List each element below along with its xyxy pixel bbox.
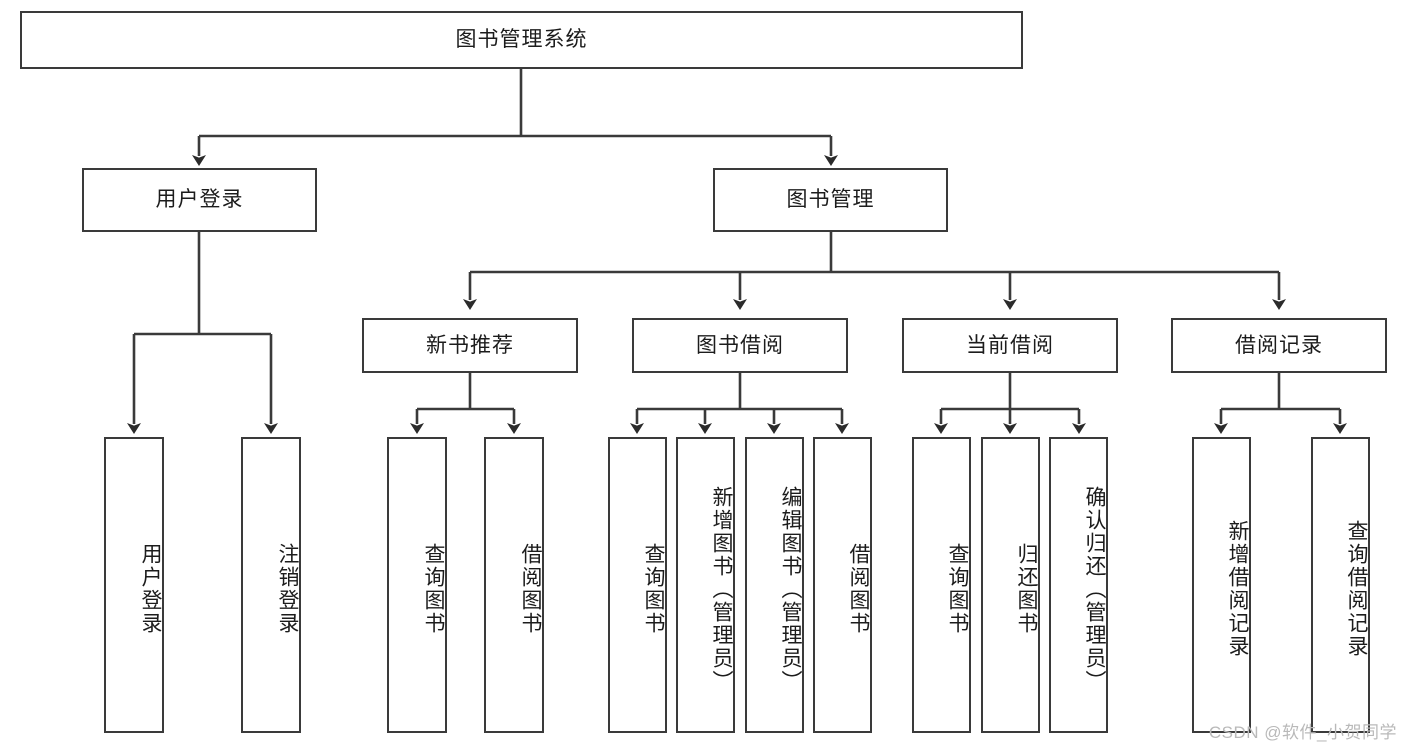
node-label: 图书管理系统 bbox=[455, 28, 588, 52]
csdn-watermark: CSDN @软件_小贺同学 bbox=[1208, 723, 1397, 742]
leaf-logout[interactable]: 注销登录 bbox=[241, 437, 301, 733]
node-label: 图书管理 bbox=[786, 188, 875, 212]
node-label: 用户登录 bbox=[139, 543, 162, 635]
leaf-add-book-admin[interactable]: 新增图书（管理员） bbox=[676, 437, 735, 733]
node-label: 新增图书（管理员） bbox=[710, 485, 733, 693]
leaf-query-book-borrow[interactable]: 查询图书 bbox=[608, 437, 667, 733]
node-label: 注销登录 bbox=[276, 543, 299, 635]
leaf-add-borrow-record[interactable]: 新增借阅记录 bbox=[1192, 437, 1251, 733]
leaf-borrow-book[interactable]: 借阅图书 bbox=[813, 437, 872, 733]
leaf-query-book-current[interactable]: 查询图书 bbox=[912, 437, 971, 733]
node-book-management[interactable]: 图书管理 bbox=[713, 168, 948, 232]
node-book-borrow[interactable]: 图书借阅 bbox=[632, 318, 848, 373]
leaf-query-book-new[interactable]: 查询图书 bbox=[387, 437, 447, 733]
leaf-edit-book-admin[interactable]: 编辑图书（管理员） bbox=[745, 437, 804, 733]
node-label: 图书借阅 bbox=[696, 333, 784, 357]
node-user-login[interactable]: 用户登录 bbox=[82, 168, 317, 232]
node-label: 新书推荐 bbox=[426, 333, 514, 357]
node-label: 查询借阅记录 bbox=[1345, 520, 1368, 658]
node-label: 借阅图书 bbox=[519, 543, 542, 635]
node-label: 新增借阅记录 bbox=[1226, 520, 1249, 658]
leaf-return-book[interactable]: 归还图书 bbox=[981, 437, 1040, 733]
node-label: 确认归还（管理员） bbox=[1083, 485, 1106, 693]
node-label: 查询图书 bbox=[946, 543, 969, 635]
node-current-borrow[interactable]: 当前借阅 bbox=[902, 318, 1118, 373]
leaf-user-login[interactable]: 用户登录 bbox=[104, 437, 164, 733]
node-label: 借阅图书 bbox=[847, 543, 870, 635]
node-label: 用户登录 bbox=[155, 188, 244, 212]
node-label: 编辑图书（管理员） bbox=[779, 485, 802, 693]
node-label: 当前借阅 bbox=[966, 333, 1054, 357]
leaf-query-borrow-record[interactable]: 查询借阅记录 bbox=[1311, 437, 1370, 733]
leaf-borrow-book-new[interactable]: 借阅图书 bbox=[484, 437, 544, 733]
node-new-book-recommend[interactable]: 新书推荐 bbox=[362, 318, 578, 373]
node-label: 借阅记录 bbox=[1235, 333, 1323, 357]
leaf-confirm-return-admin[interactable]: 确认归还（管理员） bbox=[1049, 437, 1108, 733]
node-label: 归还图书 bbox=[1015, 543, 1038, 635]
node-borrow-record[interactable]: 借阅记录 bbox=[1171, 318, 1387, 373]
node-root[interactable]: 图书管理系统 bbox=[20, 11, 1023, 69]
node-label: 查询图书 bbox=[642, 543, 665, 635]
node-label: 查询图书 bbox=[422, 543, 445, 635]
